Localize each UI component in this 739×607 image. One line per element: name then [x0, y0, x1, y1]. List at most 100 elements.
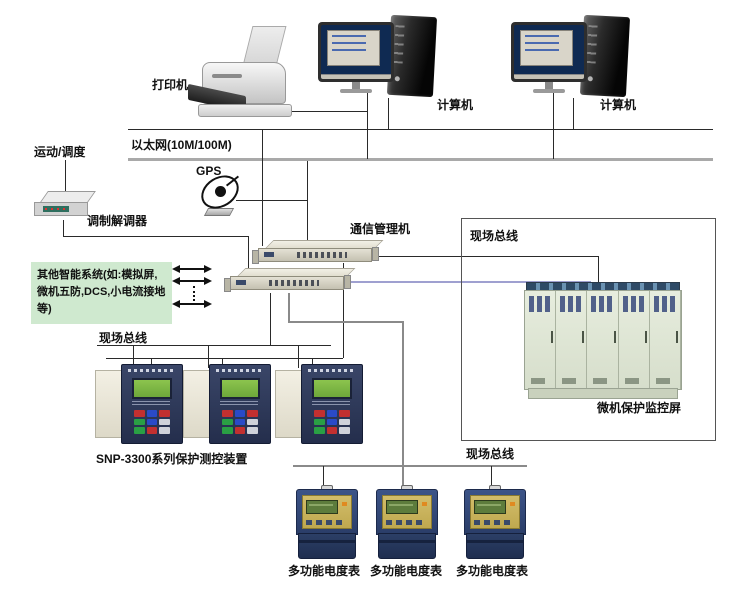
- wire-comm1-to-fieldbus: [343, 263, 344, 358]
- key: [314, 418, 325, 426]
- key: [247, 410, 258, 417]
- snp-front-panel: [301, 364, 363, 444]
- key: [134, 418, 145, 426]
- wire-snp3-drop-a: [298, 345, 299, 368]
- modem-front: [34, 202, 88, 216]
- wire-computer1-tower-drop: [388, 98, 389, 130]
- modem-led-strip: [43, 206, 69, 212]
- wire-printer-link: [287, 111, 368, 112]
- wire-comm2-to-fieldbus: [270, 293, 271, 345]
- monitor-screen: [321, 25, 391, 79]
- key: [146, 418, 158, 426]
- bidirectional-arrow-3: [172, 300, 212, 308]
- computer2-label: 计算机: [600, 98, 637, 112]
- screen-dialog-content: [332, 34, 366, 54]
- energy-meter-3: [464, 485, 526, 559]
- door-handle: [676, 331, 679, 343]
- wire-comm2-meterbus-h: [288, 321, 404, 323]
- comm-manager-2: [224, 268, 356, 292]
- wire-snp1-drop-a: [133, 345, 134, 368]
- monitor-stand: [352, 82, 360, 89]
- key: [339, 427, 350, 434]
- dotted-connector: [193, 286, 195, 301]
- other-systems-box: 其他智能系统(如:模拟屏,微机五防,DCS,小电流接地等): [31, 262, 172, 324]
- wire-modem-horizontal: [63, 236, 249, 237]
- wire-computer1-monitor-drop: [367, 92, 368, 159]
- wire-ethernet-line-1: [128, 129, 713, 130]
- meter2-label: 多功能电度表: [370, 564, 443, 578]
- key: [234, 418, 246, 426]
- rack-front-face: [230, 276, 344, 290]
- wire-meter1-drop: [323, 466, 324, 487]
- meter-terminal-cover: [378, 533, 436, 559]
- meter-lcd: [306, 500, 338, 514]
- key: [339, 418, 350, 426]
- key: [234, 427, 246, 434]
- dispatch-label: 运动/调度: [34, 145, 86, 159]
- monitor-base: [533, 89, 565, 93]
- key: [222, 410, 233, 417]
- rack-ports: [297, 252, 347, 258]
- key: [326, 418, 338, 426]
- snp-keypad: [314, 410, 350, 434]
- computer-1: [318, 14, 448, 98]
- door-handle: [613, 331, 616, 343]
- computer1-label: 计算机: [437, 98, 474, 112]
- snp-device-3: [275, 364, 367, 444]
- snp-front-panel: [121, 364, 183, 444]
- meter-terminal-cover: [466, 533, 524, 559]
- wire-ethernet-line-2: [128, 158, 713, 161]
- key: [222, 427, 233, 434]
- wire-comm2-meterbus-down1: [288, 293, 290, 322]
- key: [159, 418, 170, 426]
- rack-ports: [269, 280, 319, 286]
- key: [222, 418, 233, 426]
- cabinet-door: [587, 291, 619, 389]
- door-handle: [582, 331, 585, 343]
- wire-modem-to-comm2: [248, 236, 249, 274]
- meter3-label: 多功能电度表: [456, 564, 529, 578]
- rack-mount-ear: [372, 247, 379, 261]
- computer-tower: [386, 14, 438, 98]
- wire-snp2-drop-b: [222, 358, 223, 368]
- snp-lcd-screen: [220, 378, 260, 399]
- key: [314, 410, 325, 417]
- fieldbus-right-box: [461, 218, 716, 441]
- door-handle: [551, 331, 554, 343]
- wire-meter3-drop: [491, 466, 492, 487]
- wire-gps-link: [236, 200, 308, 201]
- wire-snp3-drop-b: [312, 358, 313, 368]
- fieldbus-top-label: 现场总线: [99, 331, 148, 345]
- wire-snp1-drop-b: [151, 358, 152, 368]
- snp-lcd-screen: [312, 378, 352, 399]
- meter-lcd: [474, 500, 506, 514]
- meter-led: [342, 502, 347, 506]
- rack-logo: [236, 280, 246, 285]
- modem-device: [34, 191, 96, 217]
- key: [247, 427, 258, 434]
- gps-base: [203, 208, 235, 216]
- key: [234, 410, 246, 417]
- comm-manager-label: 通信管理机: [350, 222, 411, 236]
- printer-base: [198, 104, 292, 117]
- gps-feed-horn: [215, 186, 226, 197]
- meter-faceplate: [302, 495, 352, 529]
- cabinet-plinth: [528, 388, 678, 399]
- meter-buttons: [474, 520, 514, 525]
- protection-panel-label: 微机保护监控屏: [597, 401, 682, 415]
- computer-2: [511, 14, 641, 98]
- printer-device: [188, 26, 296, 118]
- monitor-base: [340, 89, 372, 93]
- printer-label: 打印机: [152, 78, 189, 92]
- gps-antenna: [195, 168, 245, 217]
- computer-tower: [579, 14, 631, 98]
- wire-comm2-to-cabinet-purple: [348, 281, 591, 283]
- snp-series-label: SNP-3300系列保护测控装置: [96, 452, 248, 466]
- key: [134, 427, 145, 434]
- rack-mount-ear: [224, 278, 231, 292]
- bidirectional-arrow-2: [172, 277, 212, 285]
- cabinet-door: [525, 291, 557, 389]
- fieldbus-right-label: 现场总线: [470, 229, 519, 243]
- key: [247, 418, 258, 426]
